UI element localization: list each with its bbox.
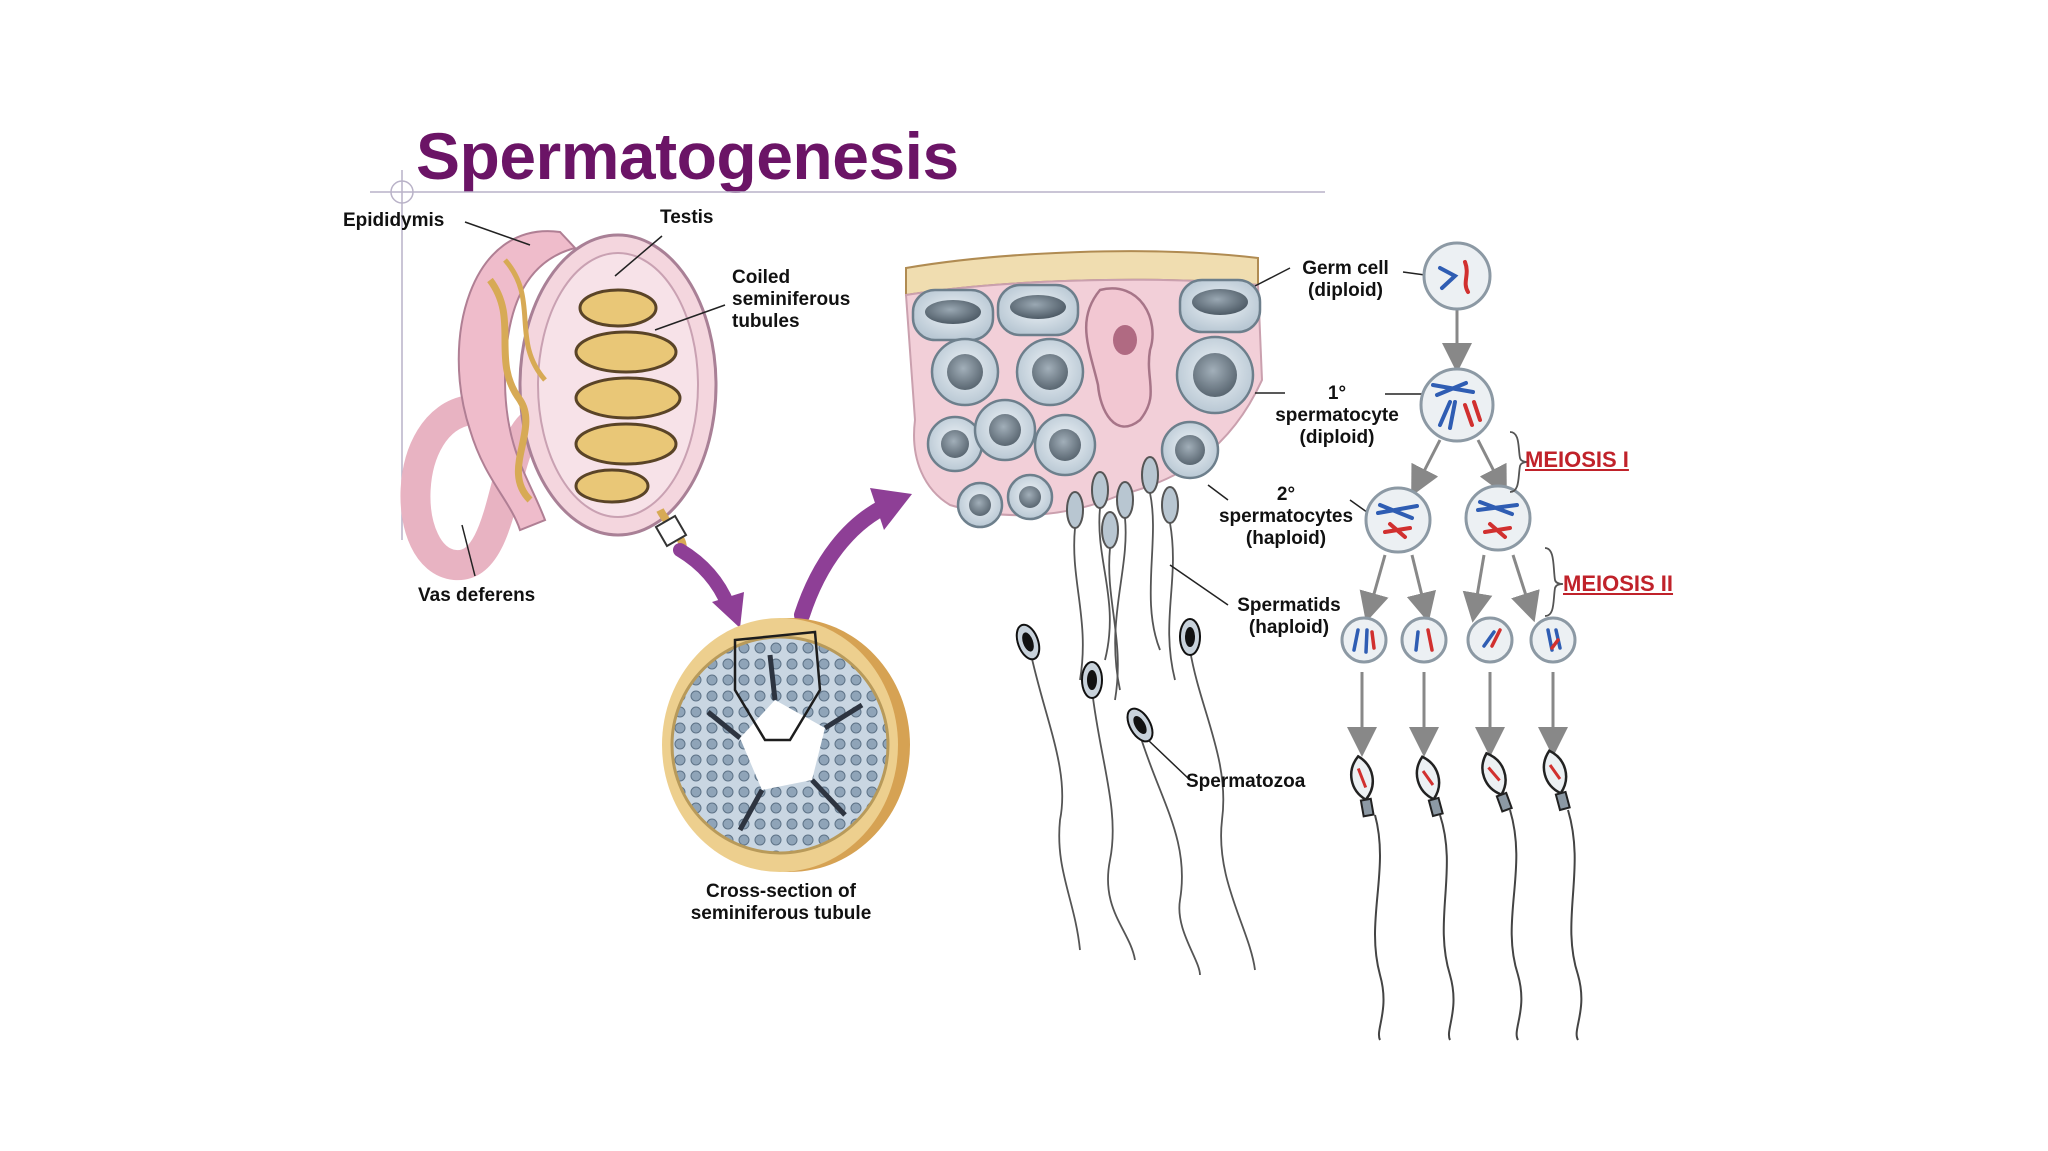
spermatozoa-row-tails <box>1374 809 1583 1041</box>
maturing-spermatids <box>1066 456 1179 549</box>
spermatozoa-tails <box>1029 492 1256 976</box>
label-spermatozoa: Spermatozoa <box>1186 771 1306 792</box>
secondary-spermatocyte-right <box>1464 484 1532 552</box>
label-meiosis-1: MEIOSIS I <box>1525 447 1629 472</box>
epididymis-body <box>457 230 577 532</box>
label-epididymis: Epididymis <box>343 210 445 231</box>
label-cross-line-2: seminiferous tubule <box>690 903 872 924</box>
meiosis-2-brace <box>1544 547 1564 617</box>
spermatid-cells <box>1340 616 1577 664</box>
seminiferous-lobes <box>574 288 682 504</box>
testis-illustration <box>400 230 718 580</box>
label-primary-spermatocyte: 1° spermatocyte (diploid) <box>1262 383 1412 449</box>
label-cross-line-1: Cross-section of <box>706 881 856 902</box>
label-germ-line-2: (diploid) <box>1308 280 1383 301</box>
sertoli-cell <box>1085 287 1154 428</box>
purple-arrow-down <box>673 543 735 612</box>
label-coiled-line-1: Coiled <box>732 267 791 288</box>
testis-leader-lines <box>461 221 726 577</box>
cross-section-tubule <box>662 618 910 872</box>
label-secondary-line-3: (haploid) <box>1245 528 1327 549</box>
stage-leader-lines <box>1147 267 1428 781</box>
secondary-spermatocyte-left <box>1364 486 1432 554</box>
meiosis-1-brace <box>1509 431 1529 493</box>
guide-target <box>390 180 414 204</box>
page-title: Spermatogenesis <box>416 119 959 193</box>
label-meiosis-2: MEIOSIS II <box>1563 571 1674 596</box>
label-primary-line-2: spermatocyte <box>1275 405 1399 426</box>
label-germ-line-1: Germ cell <box>1302 258 1389 279</box>
label-primary-line-1: 1° <box>1327 383 1347 404</box>
label-secondary-line-2: spermatocytes <box>1218 506 1354 527</box>
label-primary-line-3: (diploid) <box>1299 427 1375 448</box>
label-vas-deferens: Vas deferens <box>418 585 536 606</box>
label-testis: Testis <box>660 207 714 228</box>
label-coiled-seminiferous-tubules: Coiled seminiferous tubules <box>732 267 850 333</box>
purple-arrow-up <box>794 500 890 623</box>
label-secondary-spermatocytes: 2° spermatocytes (haploid) <box>1208 484 1364 550</box>
label-secondary-line-1: 2° <box>1276 484 1296 505</box>
tree-arrows <box>1347 310 1568 757</box>
label-spermatids-line-2: (haploid) <box>1248 617 1330 638</box>
tubule-wall-section <box>904 250 1264 976</box>
label-coiled-line-3: tubules <box>732 311 800 332</box>
label-spermatids: Spermatids (haploid) <box>1228 595 1350 639</box>
free-spermatozoa <box>1015 618 1201 743</box>
label-coiled-line-2: seminiferous <box>732 289 851 310</box>
label-cross-section: Cross-section of seminiferous tubule <box>670 881 892 925</box>
label-germ-cell: Germ cell (diploid) <box>1288 258 1403 302</box>
label-spermatids-line-1: Spermatids <box>1237 595 1341 616</box>
meiosis-tree <box>1340 241 1583 1041</box>
primary-spermatocyte <box>1419 367 1495 443</box>
spermatozoa-row <box>1350 749 1571 818</box>
